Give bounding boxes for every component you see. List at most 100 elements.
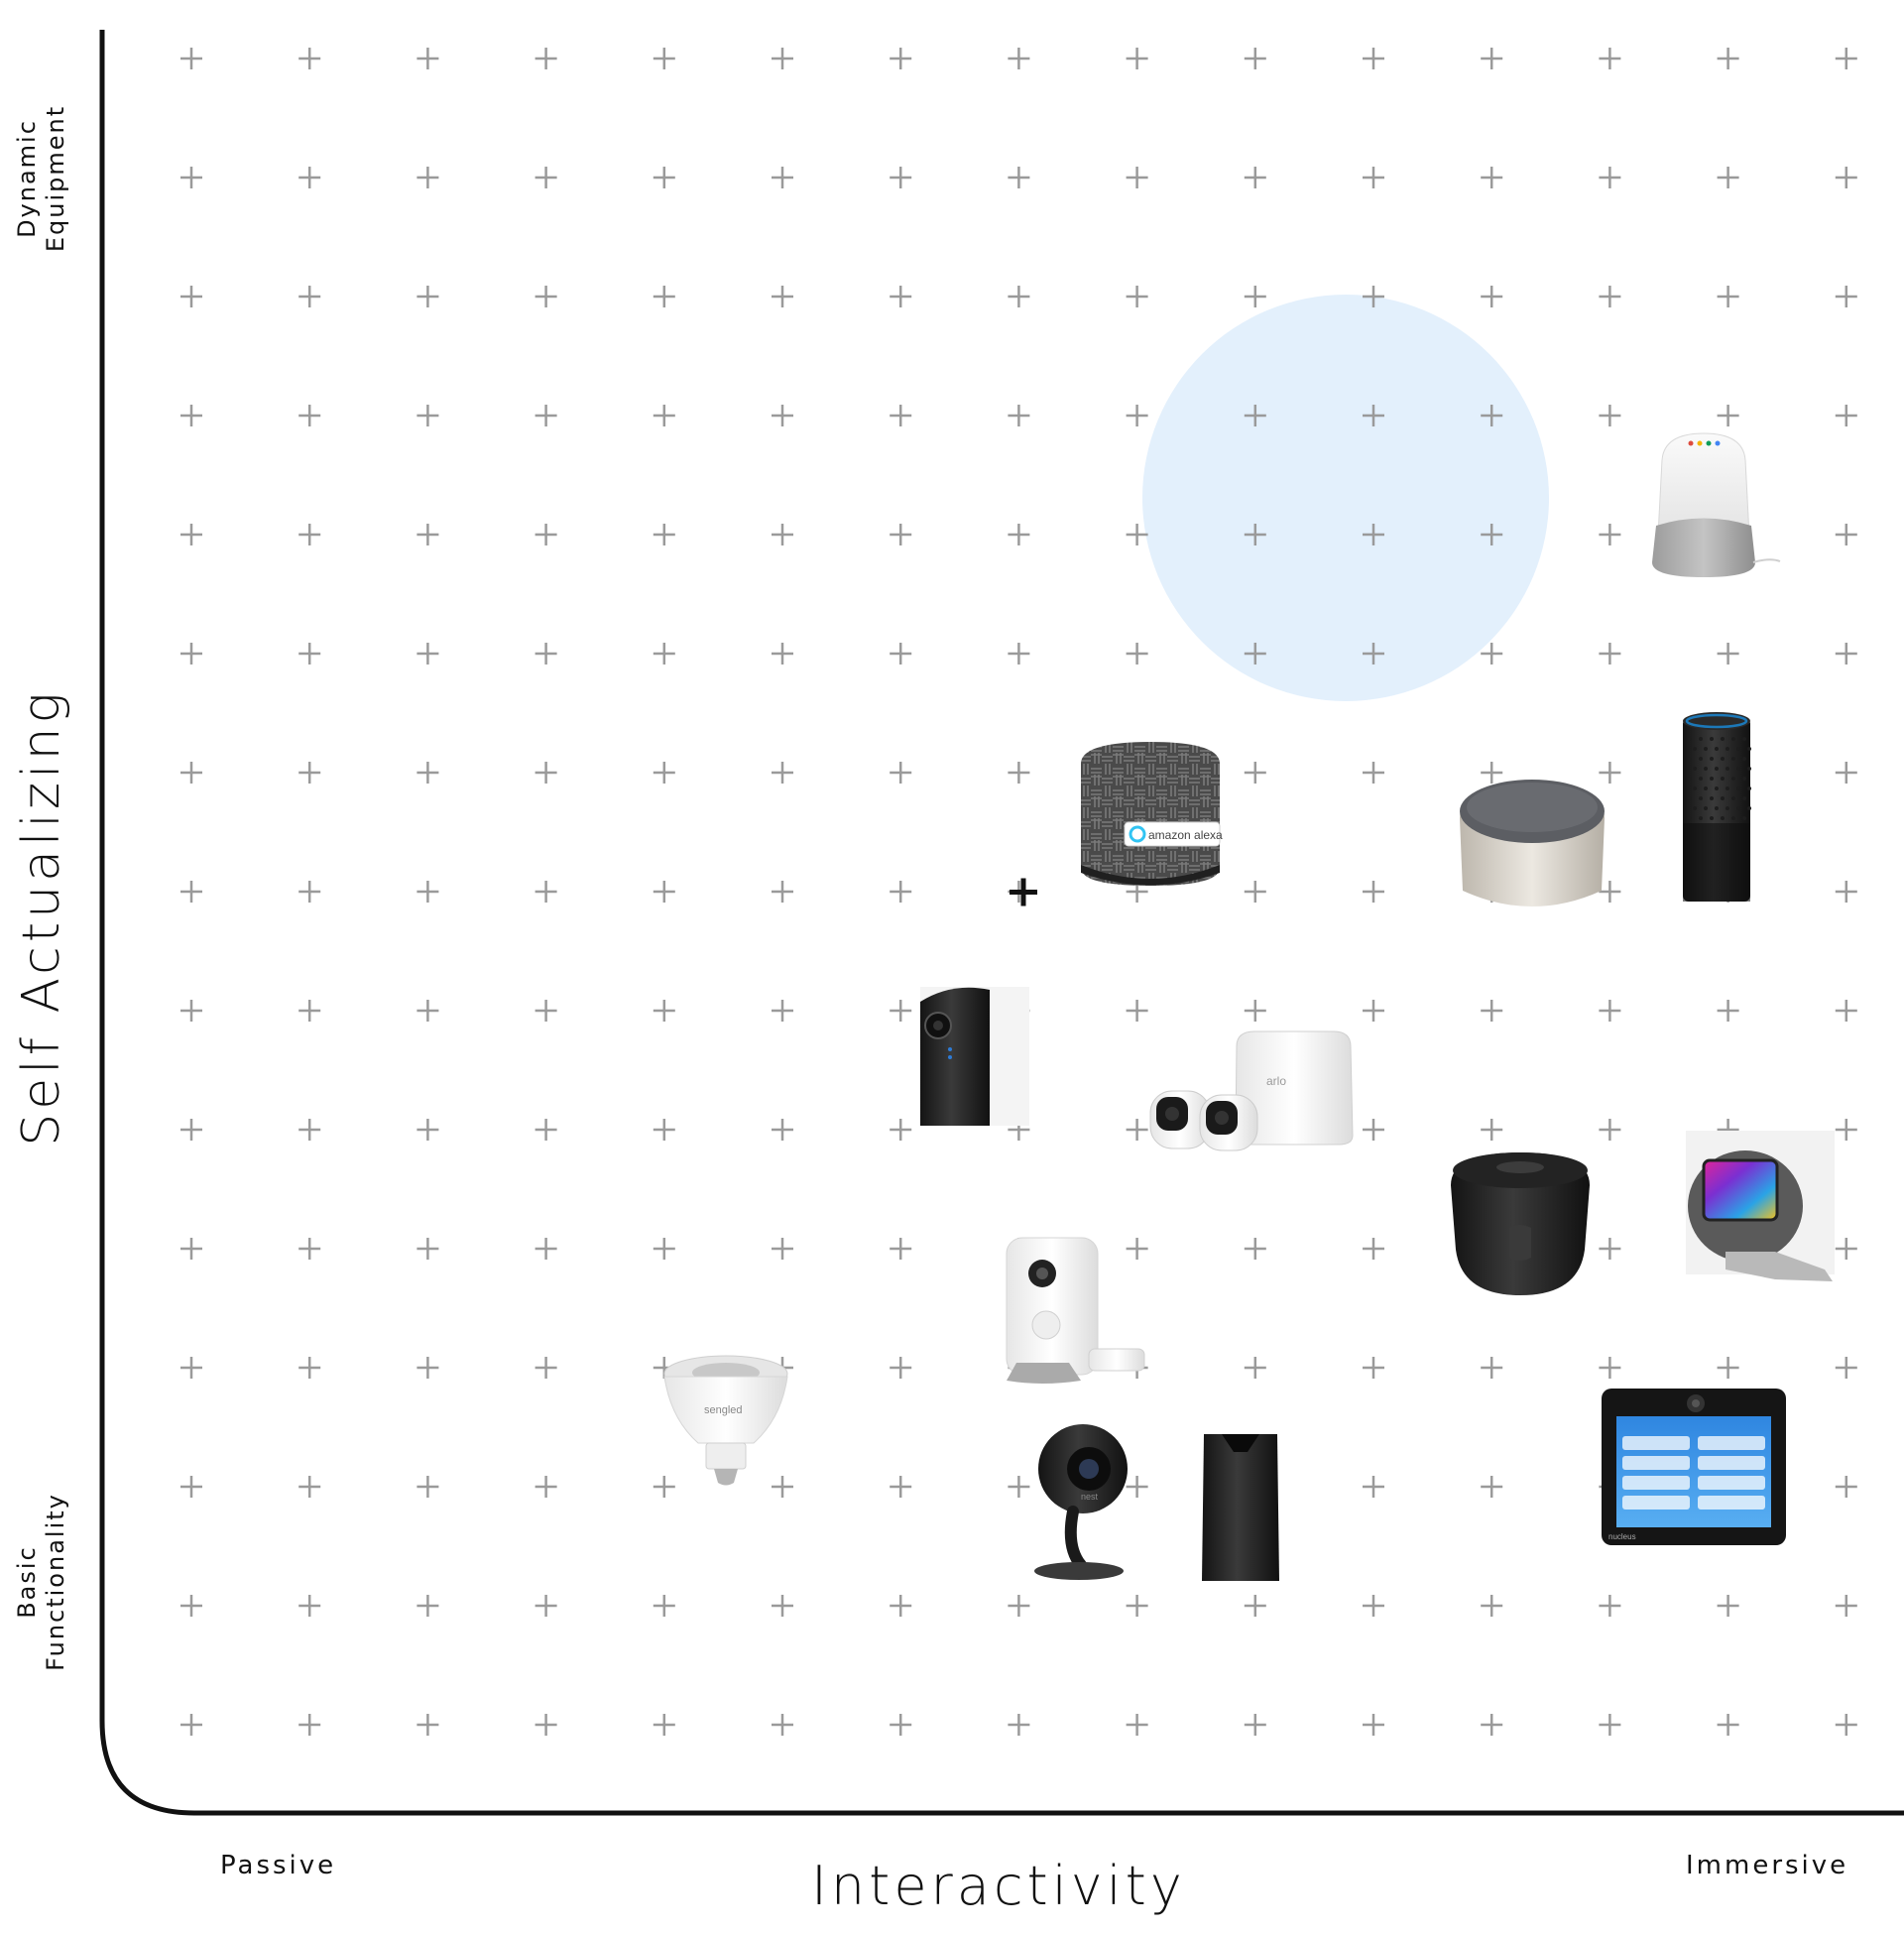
grid-plus-icon bbox=[1244, 524, 1266, 545]
grid-plus-icon bbox=[1244, 1714, 1266, 1736]
grid-plus-icon bbox=[416, 286, 439, 307]
y-bottom-line-1: Basic bbox=[13, 1545, 42, 1619]
sengled-badge: sengled bbox=[704, 1404, 743, 1416]
grid-plus-icon bbox=[180, 1595, 202, 1617]
grid-plus-icon bbox=[772, 1714, 793, 1736]
grid-plus-icon bbox=[298, 1476, 321, 1498]
grid-plus-icon bbox=[1126, 48, 1148, 69]
grid-plus-icon bbox=[1599, 1714, 1621, 1736]
grid-plus-icon bbox=[1244, 1357, 1266, 1379]
grid-plus-icon bbox=[890, 1357, 912, 1379]
device-puck-speaker bbox=[1460, 780, 1605, 907]
grid-plus-icon bbox=[653, 1119, 675, 1141]
y-top-line-1: Dynamic bbox=[13, 119, 42, 238]
grid-plus-icon bbox=[180, 1238, 202, 1260]
grid-plus-icon bbox=[1363, 286, 1384, 307]
grid-plus-icon bbox=[1008, 643, 1030, 665]
nest-badge: nest bbox=[1081, 1492, 1099, 1502]
grid-plus-icon bbox=[1481, 1714, 1503, 1736]
grid-plus-icon bbox=[772, 762, 793, 784]
grid-plus-icon bbox=[1835, 643, 1857, 665]
grid-plus-icon bbox=[298, 48, 321, 69]
grid-plus-icon bbox=[1244, 643, 1266, 665]
grid-plus-icon bbox=[1835, 167, 1857, 188]
grid-plus-icon bbox=[416, 1119, 439, 1141]
grid-plus-icon bbox=[1599, 1000, 1621, 1022]
y-axis-bottom-label: Basic Functionality bbox=[13, 1493, 70, 1671]
device-google-home bbox=[1652, 432, 1781, 577]
device-alexa-fabric-speaker: amazon alexa bbox=[1081, 742, 1223, 886]
grid-plus-icon bbox=[298, 1238, 321, 1260]
grid-plus-icon bbox=[535, 1119, 557, 1141]
grid-plus-icon bbox=[1599, 762, 1621, 784]
grid-plus-icon bbox=[1835, 1714, 1857, 1736]
grid-plus-icon bbox=[1244, 405, 1266, 426]
grid-plus-icon bbox=[772, 643, 793, 665]
y-top-line-2: Equipment bbox=[42, 104, 69, 253]
grid-plus-icon bbox=[653, 1714, 675, 1736]
y-bottom-line-2: Functionality bbox=[42, 1493, 69, 1671]
grid-plus-icon bbox=[535, 405, 557, 426]
grid-plus-icon bbox=[1599, 167, 1621, 188]
grid-plus-icon bbox=[890, 762, 912, 784]
device-nest-camera: nest bbox=[1034, 1424, 1128, 1580]
grid-plus-icon bbox=[298, 762, 321, 784]
grid-plus-icon bbox=[772, 1476, 793, 1498]
grid-plus-icon bbox=[535, 762, 557, 784]
grid-marks bbox=[180, 48, 1857, 1736]
grid-plus-icon bbox=[1126, 524, 1148, 545]
grid-plus-icon bbox=[1835, 1595, 1857, 1617]
device-security-camera-tower bbox=[920, 987, 1029, 1126]
grid-plus-icon bbox=[1126, 1595, 1148, 1617]
grid-plus-icon bbox=[416, 524, 439, 545]
grid-plus-icon bbox=[1244, 1595, 1266, 1617]
grid-plus-icon bbox=[1363, 1357, 1384, 1379]
grid-plus-icon bbox=[1717, 286, 1739, 307]
grid-plus-icon bbox=[890, 1476, 912, 1498]
grid-plus-icon bbox=[1481, 643, 1503, 665]
grid-plus-icon bbox=[1008, 524, 1030, 545]
grid-plus-icon bbox=[1481, 524, 1503, 545]
grid-plus-icon bbox=[890, 1000, 912, 1022]
device-nucleus-intercom: nucleus bbox=[1602, 1389, 1786, 1545]
grid-plus-icon bbox=[1008, 1476, 1030, 1498]
grid-plus-icon bbox=[1126, 1476, 1148, 1498]
grid-plus-icon bbox=[1126, 643, 1148, 665]
grid-plus-icon bbox=[1717, 405, 1739, 426]
grid-plus-icon bbox=[1599, 881, 1621, 903]
grid-plus-icon bbox=[416, 1714, 439, 1736]
grid-plus-icon bbox=[1008, 286, 1030, 307]
grid-plus-icon bbox=[1835, 881, 1857, 903]
alexa-badge: amazon alexa bbox=[1148, 828, 1223, 842]
grid-plus-icon bbox=[1008, 167, 1030, 188]
grid-plus-icon bbox=[180, 1476, 202, 1498]
grid-plus-icon bbox=[772, 1595, 793, 1617]
grid-plus-icon bbox=[1481, 167, 1503, 188]
grid-plus-icon bbox=[535, 643, 557, 665]
grid-plus-icon bbox=[298, 1119, 321, 1141]
grid-plus-icon bbox=[416, 1595, 439, 1617]
grid-plus-icon bbox=[772, 1000, 793, 1022]
grid-plus-icon bbox=[1008, 1714, 1030, 1736]
grid-plus-icon bbox=[1363, 48, 1384, 69]
grid-plus-icon bbox=[1008, 405, 1030, 426]
grid-plus-icon bbox=[1244, 1000, 1266, 1022]
grid-plus-icon bbox=[772, 286, 793, 307]
grid-plus-icon bbox=[653, 286, 675, 307]
grid-plus-icon bbox=[1363, 1476, 1384, 1498]
grid-plus-icon bbox=[890, 524, 912, 545]
grid-plus-icon bbox=[1363, 881, 1384, 903]
grid-plus-icon bbox=[1363, 524, 1384, 545]
grid-plus-icon bbox=[535, 881, 557, 903]
grid-plus-icon bbox=[653, 48, 675, 69]
grid-plus-icon bbox=[1717, 1595, 1739, 1617]
grid-plus-icon bbox=[180, 1357, 202, 1379]
grid-plus-icon bbox=[653, 1000, 675, 1022]
grid-plus-icon bbox=[180, 1714, 202, 1736]
grid-plus-icon bbox=[653, 405, 675, 426]
grid-plus-icon bbox=[1481, 48, 1503, 69]
grid-plus-icon bbox=[1835, 1238, 1857, 1260]
grid-plus-icon bbox=[1481, 1595, 1503, 1617]
device-piper-camera bbox=[1006, 1237, 1145, 1384]
grid-plus-icon bbox=[298, 1357, 321, 1379]
